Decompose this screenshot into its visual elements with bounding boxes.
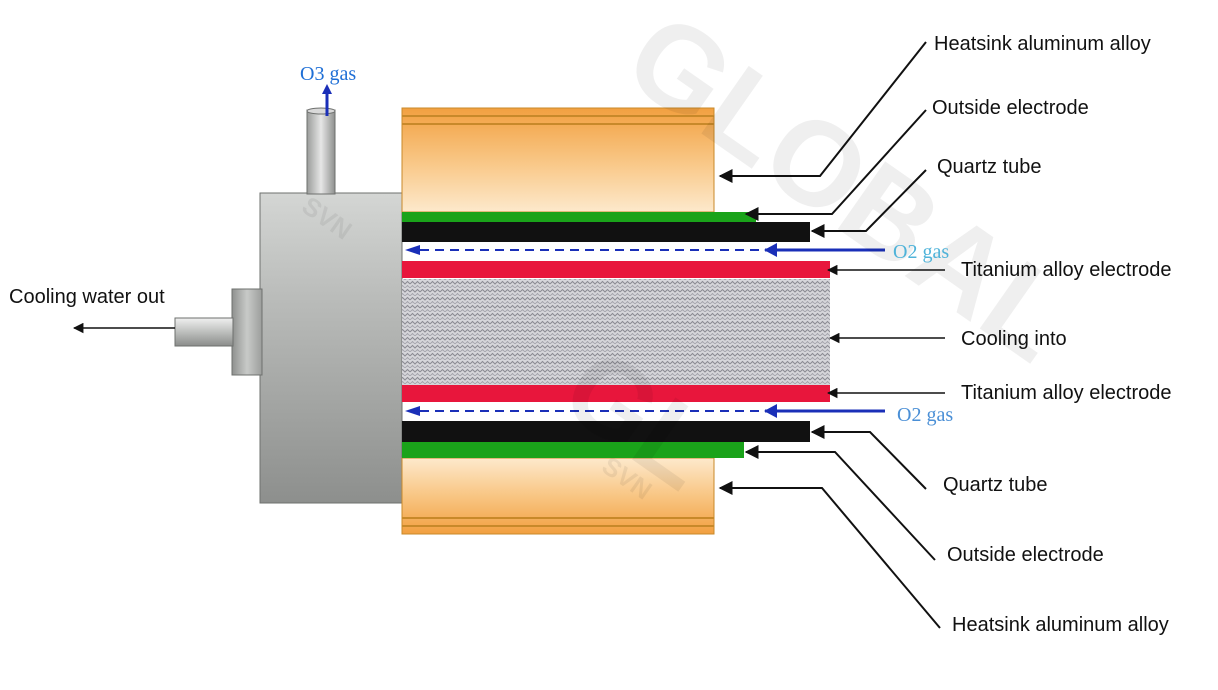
label-quartz-tube-top: Quartz tube [937,156,1042,178]
label-o3-gas: O3 gas [300,63,356,85]
leader-heatsink-bottom [718,481,941,629]
end-cap-housing [174,107,403,504]
o3-outlet-pipe [306,109,336,195]
label-titanium-bottom: Titanium alloy electrode [961,382,1171,404]
leader-heatsink-top [718,41,927,183]
titanium-electrode-bottom [402,385,830,402]
leader-lines [718,41,945,629]
label-outside-electrode-top: Outside electrode [932,97,1089,119]
outside-electrode-top [402,212,756,222]
housing-flange [231,288,263,376]
outside-electrode-bottom [402,442,744,458]
o3-flow-arrow [322,84,332,116]
leader-quartz-tube-bottom [810,425,927,490]
leader-outside-electrode-top [744,109,927,221]
heatsink-top [401,107,715,213]
label-cooling-into: Cooling into [961,328,1067,350]
titanium-electrode-top [402,261,830,278]
label-cooling-water-out: Cooling water out [9,286,165,308]
quartz-tube-bottom [402,421,810,442]
label-outside-electrode-bottom: Outside electrode [947,544,1104,566]
leader-outside-electrode-bottom [744,445,936,561]
label-heatsink-bottom: Heatsink aluminum alloy [952,614,1169,636]
label-o2-gas-bottom: O2 gas [897,404,953,426]
housing-body [259,192,403,504]
label-quartz-tube-bottom: Quartz tube [943,474,1048,496]
o2-flow-bottom [405,404,885,418]
quartz-tube-top [402,222,810,242]
o3-outlet-pipe-top [306,107,336,115]
label-heatsink-top: Heatsink aluminum alloy [934,33,1151,55]
cooling-water-pipe [174,317,234,347]
leader-quartz-tube-top [810,169,927,238]
label-o2-gas-top: O2 gas [893,241,949,263]
cooling-core [402,279,830,385]
label-titanium-top: Titanium alloy electrode [961,259,1171,281]
o2-flow-top [405,243,885,257]
